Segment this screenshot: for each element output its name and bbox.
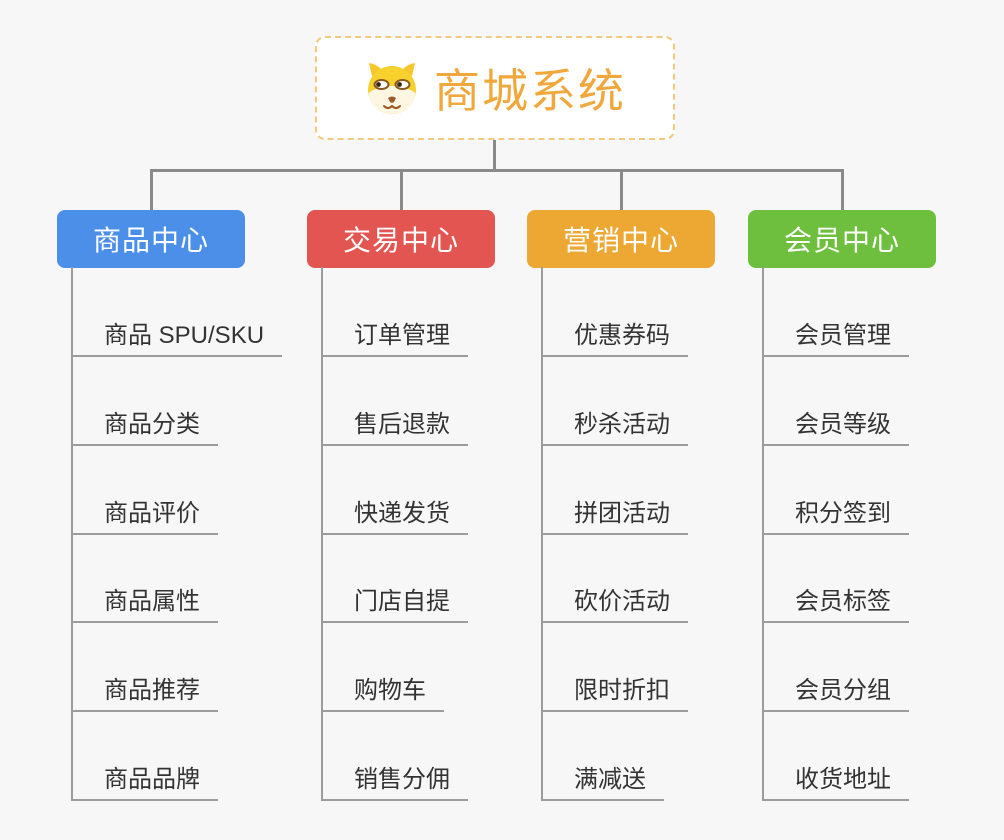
child-node[interactable]: 订单管理	[321, 309, 468, 357]
child-node[interactable]: 会员管理	[762, 309, 909, 357]
child-node[interactable]: 收货地址	[762, 753, 909, 801]
child-node[interactable]: 门店自提	[321, 575, 468, 623]
child-node[interactable]: 优惠券码	[541, 309, 688, 357]
child-node[interactable]: 快递发货	[321, 487, 468, 535]
connector-drop-marketing	[620, 171, 623, 210]
branch-label: 交易中心	[342, 225, 459, 256]
branch-node-marketing-center[interactable]: 营销中心	[527, 210, 715, 268]
child-node[interactable]: 积分签到	[762, 487, 909, 535]
child-node[interactable]: 商品分类	[71, 398, 218, 446]
connector-drop-product	[150, 171, 153, 210]
dog-face-icon	[368, 63, 416, 114]
branch-label: 营销中心	[562, 225, 679, 256]
child-node[interactable]: 秒杀活动	[541, 398, 688, 446]
branch-node-product-center[interactable]: 商品中心	[57, 210, 245, 268]
child-node[interactable]: 砍价活动	[541, 575, 688, 623]
connector-horizontal	[150, 169, 844, 172]
connector-drop-member	[841, 171, 844, 210]
child-node[interactable]: 拼团活动	[541, 487, 688, 535]
child-node[interactable]: 会员等级	[762, 398, 909, 446]
branch-node-member-center[interactable]: 会员中心	[748, 210, 936, 268]
child-node[interactable]: 商品评价	[71, 487, 218, 535]
child-node[interactable]: 商品品牌	[71, 753, 218, 801]
child-node[interactable]: 商品属性	[71, 575, 218, 623]
branch-label: 商品中心	[92, 225, 209, 256]
child-node[interactable]: 满减送	[541, 753, 664, 801]
branch-node-trade-center[interactable]: 交易中心	[307, 210, 495, 268]
child-node[interactable]: 销售分佣	[321, 753, 468, 801]
child-node[interactable]: 限时折扣	[541, 664, 688, 712]
child-node[interactable]: 商品推荐	[71, 664, 218, 712]
child-node[interactable]: 会员分组	[762, 664, 909, 712]
child-node[interactable]: 购物车	[321, 664, 444, 712]
branch-label: 会员中心	[783, 225, 900, 256]
child-node[interactable]: 商品 SPU/SKU	[71, 309, 283, 357]
root-title: 商城系统	[434, 65, 626, 117]
root-node[interactable]: 商城系统	[315, 36, 675, 140]
connector-drop-trade	[400, 171, 403, 210]
connector-root-stub	[493, 140, 496, 171]
child-node[interactable]: 会员标签	[762, 575, 909, 623]
child-node[interactable]: 售后退款	[321, 398, 468, 446]
